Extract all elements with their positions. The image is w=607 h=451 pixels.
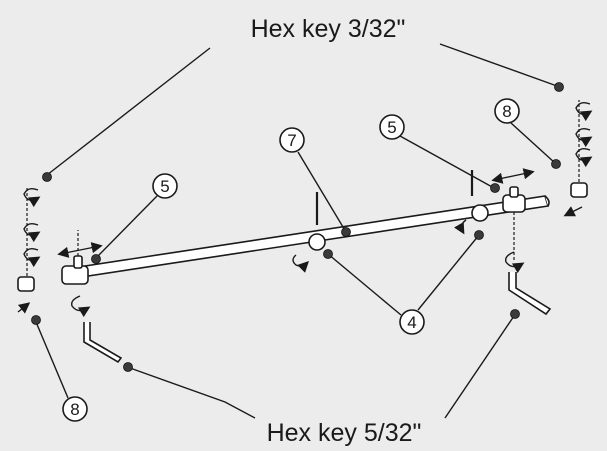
leader-dot [474,230,484,240]
right-set-screw [563,100,593,217]
leader-hex-top-left [46,47,211,176]
leader-dot [551,159,561,169]
leader-dot [31,315,41,325]
leader-dot [490,183,500,193]
callout-circle-7 [279,127,305,153]
leader-dot [341,227,351,237]
callout-circle-8-bottom [62,396,88,422]
leader-hex-top-right [439,43,558,87]
leader-5-left [95,195,158,259]
leader-8-bottom [35,321,69,399]
leader-dot [554,82,564,92]
hex-key-5-32-label: Hex key 5/32" [267,419,422,446]
callout-8-bottom: 8 [70,400,79,419]
callout-8-top: 8 [502,102,511,121]
hex-key-3-32-label: Hex key 3/32" [251,15,406,43]
rotate-arrow-left-fitting [70,295,91,318]
leader-7 [297,151,347,233]
leader-8-top [510,122,556,164]
callout-circle-5-left [152,173,178,199]
knob-right [453,170,489,235]
leader-dot [123,362,133,372]
callout-circle-5-right [379,114,405,140]
leader-dot [510,309,520,319]
leader-dot [42,172,52,182]
left-end-fitting [61,230,89,285]
callout-circle-4 [399,309,425,335]
leader-4-b [417,234,480,311]
callout-5-left: 5 [160,177,169,196]
left-set-screw [17,187,41,314]
leader-hex-bottom-right [444,315,515,419]
rotate-arrow-right-fitting [504,251,525,274]
callout-5-right: 5 [387,118,396,137]
hex-key-left [83,322,123,364]
leader-dot [91,254,101,264]
knob-center [292,192,326,273]
slide-arrow-right [491,168,535,184]
leader-5-right [399,135,495,189]
callout-4: 4 [407,313,416,332]
callout-circle-8-top [494,98,520,124]
hex-key-right [508,272,552,316]
right-end-fitting [502,186,526,262]
leader-hex-bottom-left [129,367,256,419]
slide-arrow-left [57,242,103,258]
leader-4-a [327,253,402,316]
callout-7: 7 [287,131,296,150]
leader-dot [323,249,333,259]
